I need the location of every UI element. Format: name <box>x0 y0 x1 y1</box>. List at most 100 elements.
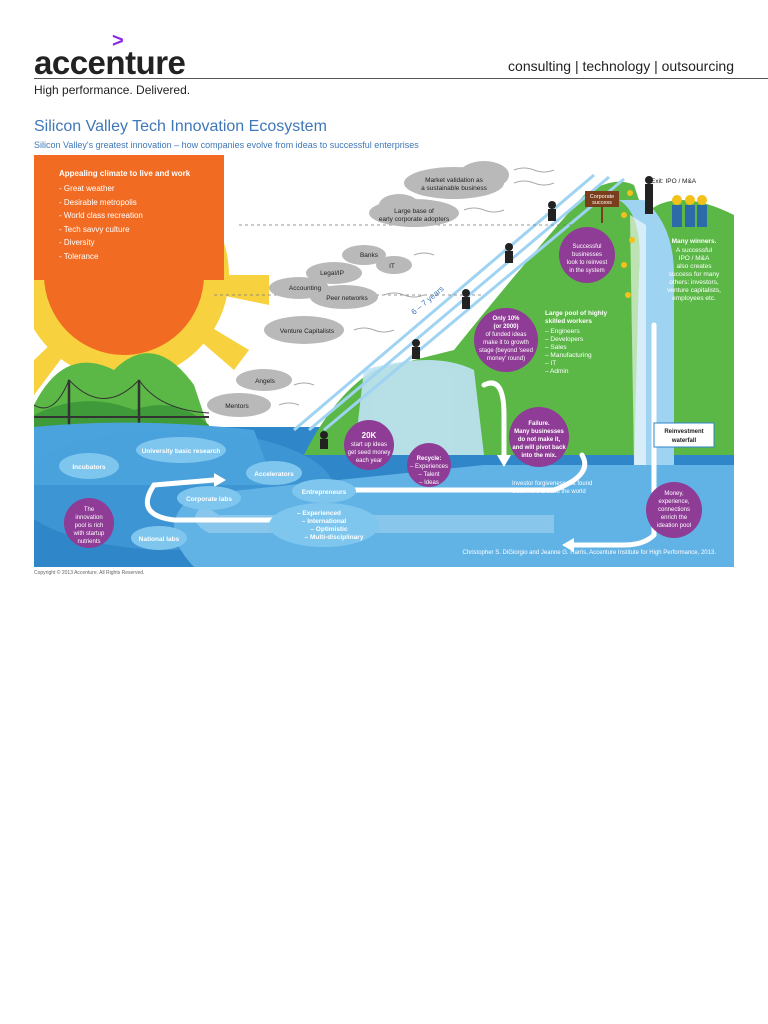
cloud-label: Market validation as <box>425 177 484 184</box>
pool-bubble-text: The <box>84 507 95 513</box>
money-bubble-text: ideation pool <box>657 523 691 529</box>
winners-line: IPO / M&A <box>679 255 710 262</box>
winners-line: others: investors, <box>669 279 719 286</box>
failure-bubble-text: Many businesses <box>514 429 564 435</box>
recycle-bubble-text: – Talent <box>419 472 440 478</box>
growth-beams <box>293 173 625 432</box>
failure-bubble-text: and will pivot back <box>512 445 566 451</box>
seed-bubble-text: 20K <box>362 431 377 440</box>
winners-line: also creates <box>676 263 712 270</box>
winners-line: A successful <box>676 247 713 254</box>
sun-item: - Tolerance <box>59 252 99 261</box>
funded-bubble-text: of funded ideas <box>485 332 526 338</box>
pool-label: National labs <box>139 536 180 543</box>
corporate-success-label: success <box>592 200 612 206</box>
investor-text: elsewhere around the world <box>512 489 586 495</box>
pool-bubble-text: with startup <box>73 531 105 537</box>
sun-item: - Desirable metropolis <box>59 198 137 207</box>
cloud-label: Mentors <box>225 403 249 410</box>
winners-heading: Many winners. <box>672 238 717 245</box>
header-tagline: High performance. Delivered. <box>34 83 191 97</box>
workers-item: – Developers <box>545 336 584 343</box>
cloud-label: Angels <box>255 378 276 385</box>
cloud-label: early corporate adopters <box>379 216 450 223</box>
money-bubble-text: Money, <box>664 491 684 497</box>
reinvestment-sign-text: waterfall <box>671 438 697 444</box>
pool-label: Entrepreneurs <box>302 489 347 496</box>
workers-item: – Admin <box>545 368 569 375</box>
sun-item: - World class recreation <box>59 211 143 220</box>
failure-bubble-text: into the mix. <box>521 453 557 459</box>
funded-bubble-text: money' round) <box>487 356 525 362</box>
bridge-icon <box>34 379 210 430</box>
sun-item: - Great weather <box>59 184 115 193</box>
seed-bubble-text: get seed money <box>348 450 391 456</box>
reinvestment-sign-text: Reinvestment <box>664 429 703 435</box>
failure-bubble-text: Failure. <box>528 421 550 427</box>
accenture-logo: accenture <box>34 44 186 81</box>
reinvest-bubble-text: look to reinvest <box>567 260 608 266</box>
workers-heading: Large pool of highly <box>545 310 607 317</box>
corporate-success-sign <box>585 191 619 207</box>
money-bubble-text: connections <box>658 507 690 513</box>
recycle-bubble-text: – Experiences <box>410 464 448 470</box>
winner-icons <box>621 190 707 298</box>
winners-line: success for many <box>669 271 720 278</box>
page-title: Silicon Valley Tech Innovation Ecosystem <box>34 118 327 135</box>
money-bubble-text: experience, <box>658 499 689 505</box>
pool-label: University basic research <box>142 448 221 455</box>
reinvest-bubble-text: Successful <box>572 244 601 250</box>
pool-bubble-text: pool is rich <box>75 523 104 529</box>
sun-item: - Diversity <box>59 238 95 247</box>
sun-text: Appealing climate to live and work - Gre… <box>59 169 191 261</box>
pool-label: – International <box>302 518 347 525</box>
funded-bubble-text: stage (beyond 'seed <box>479 348 533 354</box>
sun-heading: Appealing climate to live and work <box>59 169 191 178</box>
cloud-label: Banks <box>360 252 379 259</box>
cloud-label: Venture Capitalists <box>280 328 335 335</box>
wind-lines <box>278 167 555 406</box>
cloud-label: Accounting <box>289 285 322 292</box>
accenture-logo-mark: > <box>112 30 124 52</box>
cloud-label: a sustainable business <box>421 185 488 192</box>
pool-label: – Multi-disciplinary <box>305 534 364 541</box>
funded-bubble-text: (or 2000) <box>493 324 518 330</box>
seed-bubble-text: each year <box>356 458 382 464</box>
pool-label: Incubators <box>72 464 106 471</box>
investor-text: Investor forgiveness not found <box>512 481 592 487</box>
funded-bubble-text: make it to growth <box>483 340 529 346</box>
workers-heading: skilled workers <box>545 318 592 325</box>
pool-bubble-text: nutrients <box>77 539 100 545</box>
climber-icons <box>320 176 653 449</box>
purple-bubbles <box>64 227 702 548</box>
recycle-bubble-text: Recycle: <box>417 456 442 462</box>
copyright: Copyright © 2013 Accenture. All Rights R… <box>34 570 145 576</box>
cloud-label: Large base of <box>394 208 434 215</box>
seed-bubble-text: start up ideas <box>351 442 387 448</box>
winners-line: venture capitalists, <box>667 287 721 294</box>
header-divider <box>34 78 768 79</box>
pool-blobs <box>59 437 379 550</box>
waterfall <box>619 200 674 465</box>
flow-arrows <box>144 322 657 548</box>
page-subtitle: Silicon Valley's greatest innovation – h… <box>34 140 419 150</box>
header-services: consulting | technology | outsourcing <box>508 58 734 74</box>
corporate-success-label: Corporate <box>590 194 614 200</box>
ecosystem-diagram: Appealing climate to live and work - Gre… <box>34 155 734 567</box>
sun-item: - Tech savvy culture <box>59 225 130 234</box>
workers-item: – IT <box>545 360 556 367</box>
pool-label: – Experienced <box>297 510 341 517</box>
cloud-label: Peer networks <box>326 295 368 302</box>
clouds <box>207 161 509 417</box>
reinvestment-sign <box>653 422 715 448</box>
pool-label: Corporate labs <box>186 496 232 503</box>
pool-label: Accelerators <box>254 471 294 478</box>
cloud-label: IT <box>389 263 395 270</box>
credit-line: Christopher S. DiGiorgio and Jeanne G. H… <box>463 550 717 556</box>
exit-label: Exit: IPO / M&A <box>651 178 697 185</box>
pool-bubble-text: innovation <box>75 515 102 521</box>
funded-bubble-text: Only 10% <box>492 316 520 322</box>
workers-item: – Manufacturing <box>545 352 592 359</box>
reinvest-bubble-text: in the system <box>569 268 604 274</box>
reinvest-bubble-text: businesses <box>572 252 602 258</box>
